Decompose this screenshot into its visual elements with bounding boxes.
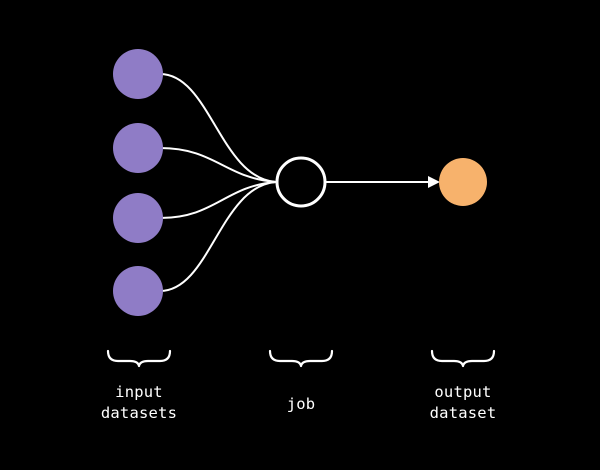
job-brace — [268, 349, 334, 368]
edge-input-2-to-job — [159, 147, 277, 183]
input-node-3 — [113, 193, 163, 243]
edge-input-3-to-job — [159, 181, 277, 219]
output-brace — [430, 349, 496, 368]
input-label-line-1: input — [115, 383, 163, 401]
output-label-line-1: output — [434, 383, 491, 401]
job-node — [275, 156, 327, 208]
input-node-4 — [113, 266, 163, 316]
input-brace — [106, 349, 172, 368]
input-label-line-2: datasets — [101, 404, 177, 422]
output-node — [439, 158, 487, 206]
output-label-line-2: dataset — [430, 404, 497, 422]
job-label: job — [287, 395, 316, 413]
edge-input-4-to-job — [159, 181, 277, 292]
input-node-1 — [113, 49, 163, 99]
input-node-2 — [113, 123, 163, 173]
edge-input-1-to-job — [159, 73, 277, 183]
